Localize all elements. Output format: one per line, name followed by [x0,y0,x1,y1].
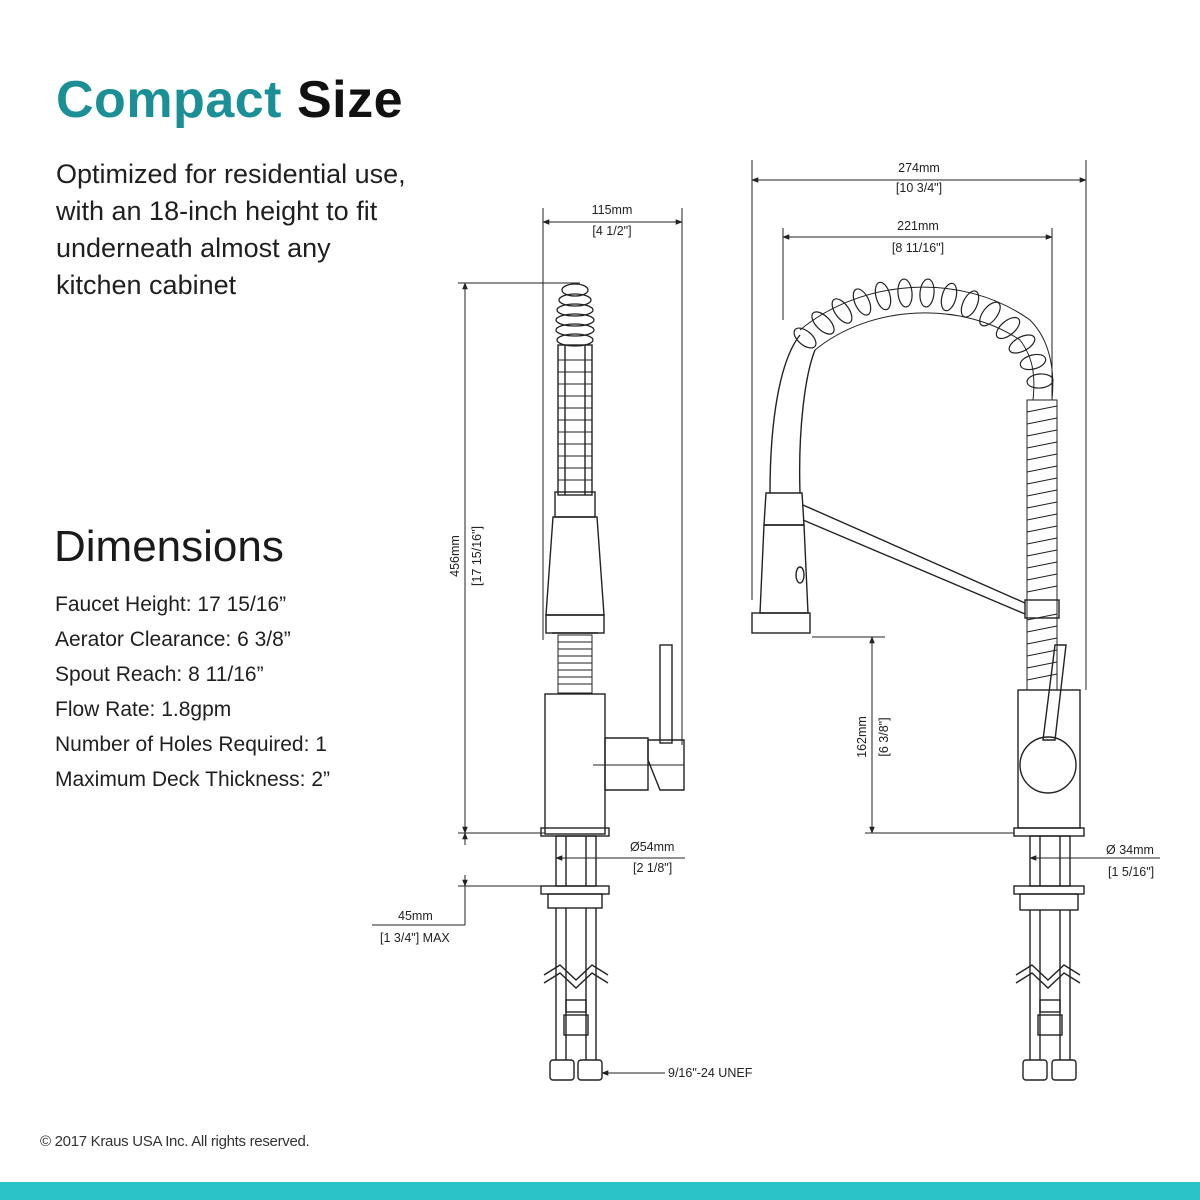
page-title: Compact Size [56,70,403,130]
intro-line: underneath almost any [56,233,331,263]
front-lower-spring [557,634,593,694]
label-deck-mm: 45mm [398,909,433,923]
label-width-in: [4 1/2"] [592,224,631,238]
intro-line: Optimized for residential use, [56,159,406,189]
spec-deck-thickness: Maximum Deck Thickness: 2” [55,768,331,791]
label-height-in: [17 15/16"] [470,526,484,586]
side-dimension-labels: 274mm [10 3/4"] 221mm [8 11/16"] 162mm [… [855,161,1154,879]
front-spring [558,359,592,481]
spec-flow-rate: Flow Rate: 1.8gpm [55,698,232,721]
label-clearance-in: [6 3/8"] [877,717,891,756]
label-reach-mm: 221mm [897,219,939,233]
front-spray-coil [555,283,595,347]
dimensions-heading: Dimensions [54,522,284,571]
label-base-dia-in: [2 1/8"] [633,861,672,875]
spec-aerator-clearance: Aerator Clearance: 6 3/8” [55,628,291,651]
side-spring-vertical [1026,399,1058,691]
side-spring-arc [793,278,1054,401]
label-reach-in: [8 11/16"] [892,241,944,255]
side-dimensions [751,160,1160,870]
intro-line: with an 18-inch height to fit [56,196,378,226]
intro-line: kitchen cabinet [56,270,237,300]
side-view [751,278,1085,1081]
label-deck-in: [1 3/4"] MAX [380,931,450,945]
intro-text: Optimized for residential use, with an 1… [56,156,496,304]
title-accent: Compact [56,71,282,129]
spec-faucet-height: Faucet Height: 17 15/16” [55,593,287,616]
label-shank-dia-mm: Ø 34mm [1106,843,1154,857]
spec-list: Faucet Height: 17 15/16” Aerator Clearan… [55,590,330,800]
copyright-notice: © 2017 Kraus USA Inc. All rights reserve… [40,1133,310,1150]
spec-holes-required: Number of Holes Required: 1 [55,733,327,756]
label-width-mm: 115mm [592,203,633,217]
label-shank-dia-in: [1 5/16"] [1108,865,1154,879]
label-overall-mm: 274mm [898,161,940,175]
spec-spout-reach: Spout Reach: 8 11/16” [55,663,264,686]
label-base-dia-mm: Ø54mm [630,840,674,854]
title-rest: Size [296,71,403,129]
front-dimension-labels: 115mm [4 1/2"] 456mm [17 15/16"] Ø54mm [… [380,203,753,1080]
bottom-accent-bar [0,1182,1200,1200]
front-view [540,283,685,1081]
label-clearance-mm: 162mm [855,716,869,758]
label-overall-in: [10 3/4"] [896,181,942,195]
label-thread: 9/16"-24 UNEF [668,1066,753,1080]
label-height-mm: 456mm [448,535,462,577]
front-dimensions [372,208,685,1076]
